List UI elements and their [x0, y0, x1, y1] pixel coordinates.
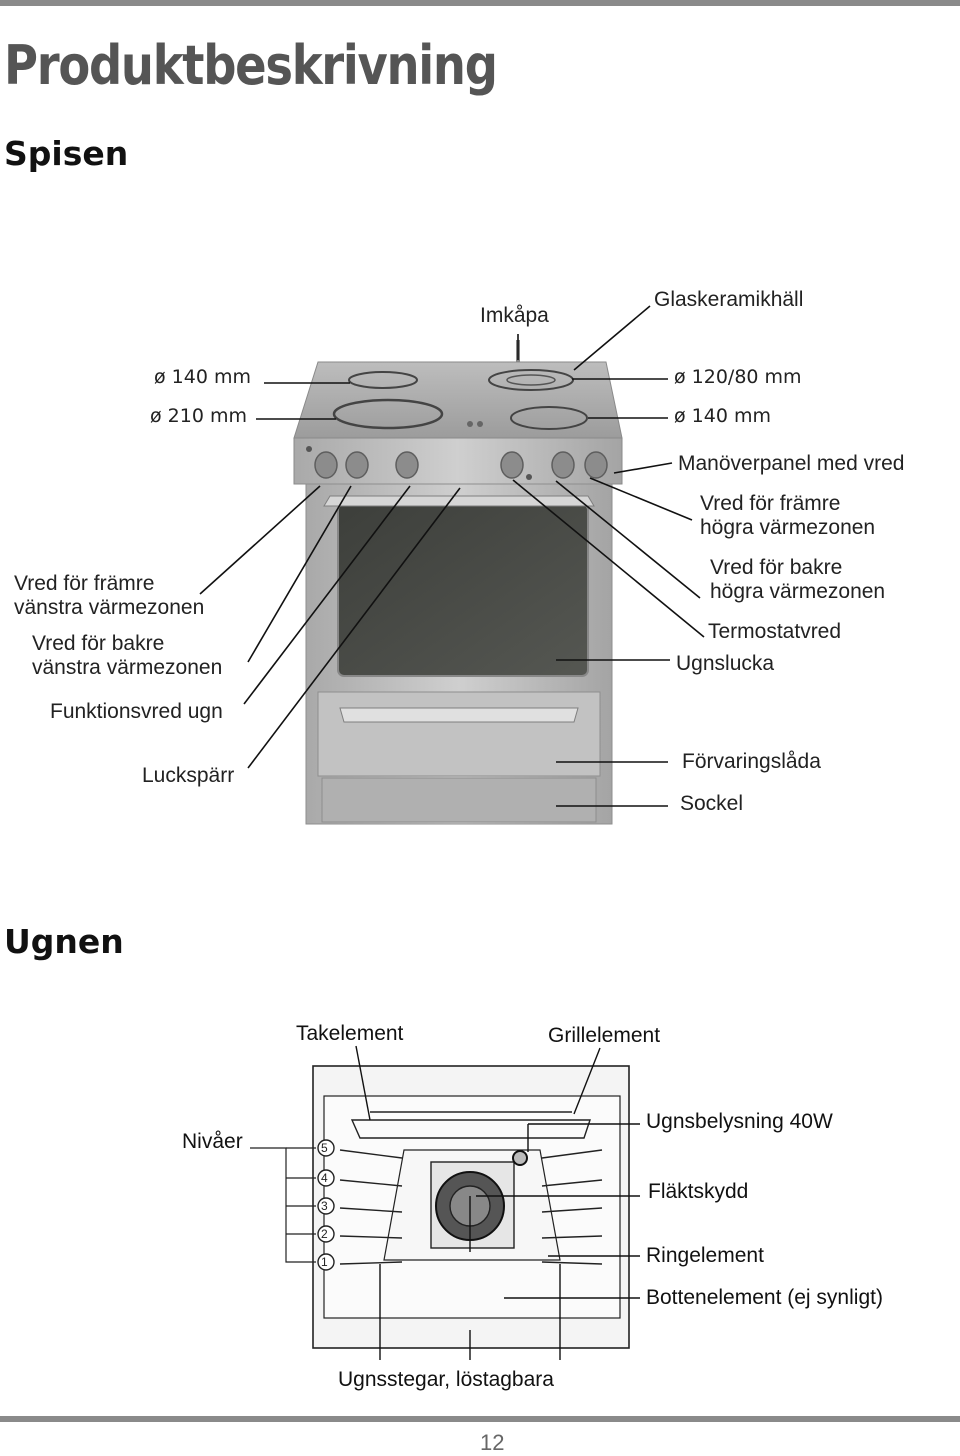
section-heading-stove: Spisen	[4, 134, 129, 173]
indicator-lamp	[306, 446, 312, 452]
label-levels: Nivåer	[182, 1130, 243, 1153]
leader-lines-oven	[355, 1045, 640, 1360]
cooking-zone-back-right-inner	[506, 374, 556, 386]
cooking-zone-front-left	[332, 398, 444, 430]
label-front-right-zone: ø 140 mm	[674, 405, 771, 427]
label-knob-front-right-1: Vred för främre	[700, 492, 841, 515]
label-thermostat-knob: Termostatvred	[708, 620, 842, 643]
label-knob-front-right-2: högra värmezonen	[700, 516, 876, 539]
label-knob-back-left-2: vänstra värmezonen	[32, 656, 223, 679]
cooking-zone-front-right	[510, 406, 588, 430]
indicator-lamp	[526, 474, 532, 480]
page-number: 12	[480, 1430, 505, 1455]
label-control-panel: Manöverpanel med vred	[678, 452, 905, 475]
label-knob-back-left-1: Vred för bakre	[32, 632, 165, 655]
level-number: 3	[321, 1199, 328, 1213]
label-bottom-element: Bottenelement (ej synligt)	[646, 1286, 883, 1309]
level-number: 4	[321, 1171, 328, 1185]
label-oven-light: Ugnsbelysning 40W	[646, 1110, 833, 1133]
knob	[500, 451, 524, 479]
knob	[345, 451, 369, 479]
label-glass-ceramic-hob: Glaskeramikhäll	[654, 288, 804, 311]
label-storage-drawer: Förvaringslåda	[682, 750, 821, 773]
shelf-rails-left	[339, 1149, 403, 1265]
label-shelf-supports: Ugnsstegar, löstagbara	[338, 1368, 554, 1391]
control-knobs	[314, 451, 608, 479]
label-ring-element: Ringelement	[646, 1244, 764, 1267]
level-number: 2	[321, 1227, 328, 1241]
level-bracket	[250, 1147, 316, 1263]
plinth	[321, 777, 597, 823]
label-function-knob: Funktionsvred ugn	[50, 700, 223, 723]
top-heating-element	[350, 1119, 591, 1139]
section-heading-oven: Ugnen	[4, 922, 124, 961]
level-number: 5	[321, 1141, 328, 1155]
label-knob-back-right-1: Vred för bakre	[710, 556, 843, 579]
residual-heat-dot	[477, 421, 483, 427]
bottom-rule	[0, 1416, 960, 1422]
oven-door-glass	[337, 503, 589, 677]
level-number: 1	[321, 1255, 328, 1269]
cooking-zone-back-left	[348, 371, 418, 389]
page-title: Produktbeskrivning	[4, 34, 498, 97]
knob	[395, 451, 419, 479]
cooking-zone-back-right	[488, 369, 574, 391]
label-grill-element: Grillelement	[548, 1024, 661, 1047]
label-knob-front-left-1: Vred för främre	[14, 572, 155, 595]
shelf-rails-right	[541, 1149, 603, 1265]
label-top-element: Takelement	[296, 1022, 404, 1045]
oven-light	[512, 1150, 528, 1166]
top-rule	[0, 0, 960, 6]
residual-heat-dot	[467, 421, 473, 427]
drawer	[317, 691, 601, 777]
label-knob-back-right-2: högra värmezonen	[710, 580, 886, 603]
level-markers	[317, 1139, 335, 1271]
knob	[584, 451, 608, 479]
label-fan-guard: Fläktskydd	[648, 1180, 749, 1203]
drawer-handle	[339, 707, 579, 723]
label-knob-front-left-2: vänstra värmezonen	[14, 596, 205, 619]
knob	[314, 451, 338, 479]
knob	[551, 451, 575, 479]
label-plinth: Sockel	[680, 792, 744, 815]
label-hood: Imkåpa	[480, 304, 549, 327]
oven-door-handle	[323, 495, 595, 507]
label-back-left-zone: ø 140 mm	[154, 366, 251, 388]
label-front-left-zone: ø 210 mm	[150, 405, 247, 427]
leader-lines-stove	[199, 305, 705, 807]
label-oven-door: Ugnslucka	[676, 652, 775, 675]
label-back-right-zone: ø 120/80 mm	[674, 366, 802, 388]
label-door-lock: Luckspärr	[142, 764, 235, 787]
